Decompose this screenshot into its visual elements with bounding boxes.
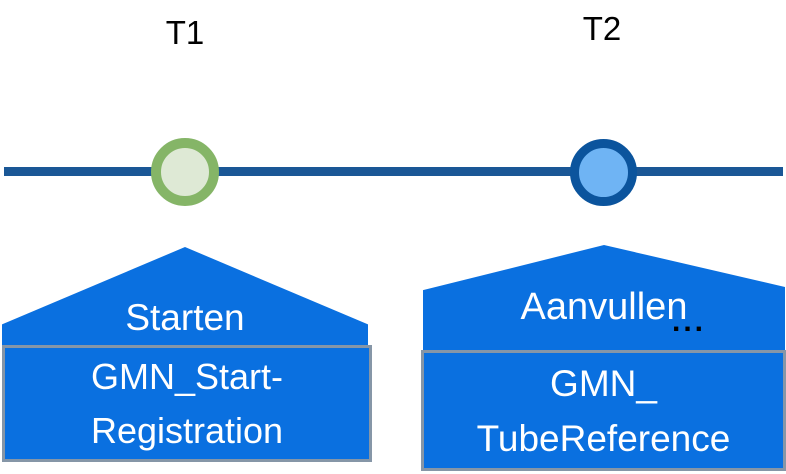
message-line2: TubeReference — [476, 417, 731, 459]
message-line1: GMN_Start- — [90, 355, 284, 397]
action-label-starten: Starten — [125, 297, 245, 338]
milestone-t2-marker-circle — [570, 139, 637, 206]
message-line1: GMN_ — [550, 362, 657, 404]
timeline-axis — [4, 167, 783, 176]
aanvullen-ellipsis: ... — [672, 305, 707, 338]
message-line2: Registration — [90, 409, 284, 451]
milestone-t2-label: T2 — [582, 10, 622, 47]
action-label-aanvullen: Aanvullen — [520, 286, 688, 328]
action-shape-starten: Starten — [2, 247, 368, 345]
milestone-t1-label: T1 — [165, 14, 205, 51]
action-shape-aanvullen: Aanvullen — [423, 245, 785, 350]
message-box-gmn-tubereference: GMN_ TubeReference — [421, 350, 786, 471]
milestone-t1-marker-circle — [151, 138, 219, 206]
message-box-gmn-start-registration: GMN_Start- Registration — [2, 345, 372, 462]
